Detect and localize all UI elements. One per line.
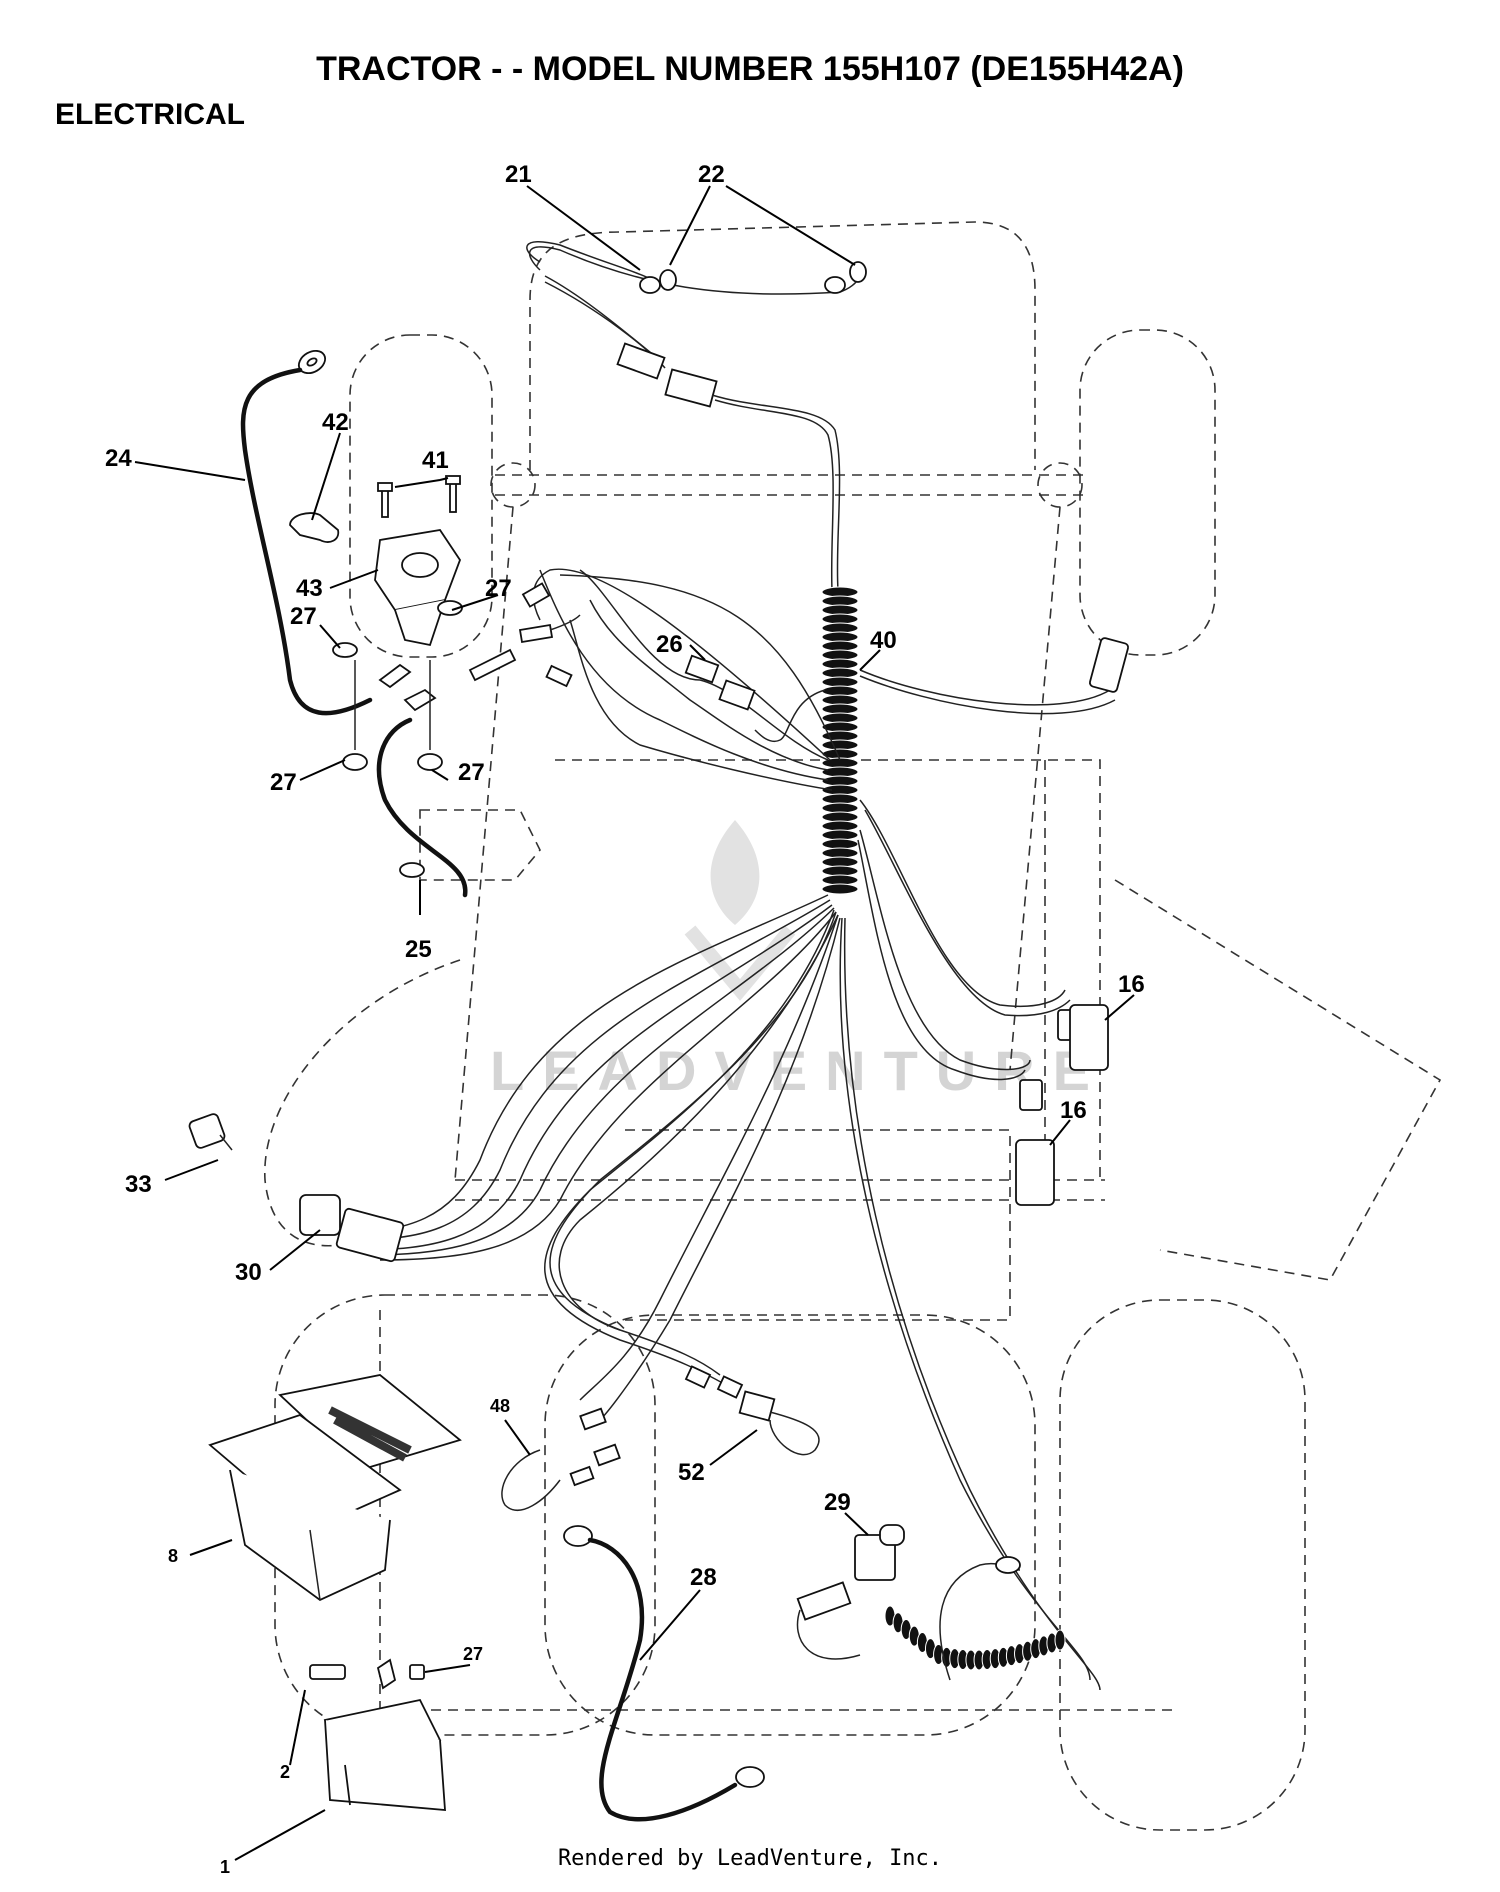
headlight-harness: [526, 240, 867, 591]
callout-26: 26: [656, 631, 683, 658]
callout-24: 24: [105, 445, 132, 472]
switch-29-assembly: [796, 1524, 1066, 1681]
main-harness-conduit: [339, 568, 1129, 1691]
callout-41: 41: [422, 447, 449, 474]
callout-28: 28: [690, 1564, 717, 1591]
callout-40: 40: [870, 627, 897, 654]
callout-16-a: 16: [1118, 971, 1145, 998]
terminal-boot-icon: [289, 512, 340, 543]
rear-wire-loom-coil: [884, 1605, 1066, 1671]
battery-icon: [324, 1719, 446, 1811]
ignition-switch-icon: [299, 1194, 341, 1236]
battery-cable-icon: [240, 367, 373, 716]
flame-logo-icon: [710, 820, 760, 925]
callout-30: 30: [235, 1259, 262, 1286]
tractor-outline: [264, 221, 1442, 1831]
section-heading: ELECTRICAL: [55, 98, 245, 131]
watermark: LEADVENTURE: [490, 820, 1090, 1102]
callout-2: 2: [280, 1762, 290, 1782]
interlock-switch-icon: [1069, 1004, 1109, 1071]
ignition-switch: [188, 1113, 405, 1263]
callout-16-b: 16: [1060, 1097, 1087, 1124]
v-logo-icon: [684, 925, 796, 1001]
callout-1: 1: [220, 1857, 230, 1877]
callout-52: 52: [678, 1459, 705, 1486]
callout-29: 29: [824, 1489, 851, 1516]
leader-lines: [134, 185, 1135, 1861]
battery-assembly: [309, 1525, 765, 1822]
callout-43: 43: [296, 575, 323, 602]
callout-48: 48: [490, 1396, 510, 1416]
footer-credit: Rendered by LeadVenture, Inc.: [557, 1846, 943, 1871]
page-title: TRACTOR - - MODEL NUMBER 155H107 (DE155H…: [316, 50, 1184, 88]
callout-8: 8: [168, 1546, 178, 1566]
callout-27-a: 27: [485, 575, 512, 602]
wire-loom-coil: [821, 586, 859, 895]
callout-labels: 21 22 42 41 24 43 27 27 27 27 26 40 25 1…: [105, 161, 1145, 1877]
callout-21: 21: [505, 161, 532, 188]
callout-27-b: 27: [290, 603, 317, 630]
callout-27-e: 27: [463, 1644, 483, 1664]
callout-27-d: 27: [458, 759, 485, 786]
callout-27-c: 27: [270, 769, 297, 796]
callout-22: 22: [698, 161, 725, 188]
loom-segment: [821, 883, 859, 895]
key-icon: [188, 1113, 226, 1149]
callout-33: 33: [125, 1171, 152, 1198]
loom-segment: [1054, 1629, 1066, 1651]
interlock-switch-icon: [1015, 1139, 1055, 1206]
solenoid-assembly: [240, 349, 517, 898]
battery-box: [208, 1374, 462, 1602]
callout-42: 42: [322, 409, 349, 436]
callout-25: 25: [405, 936, 432, 963]
